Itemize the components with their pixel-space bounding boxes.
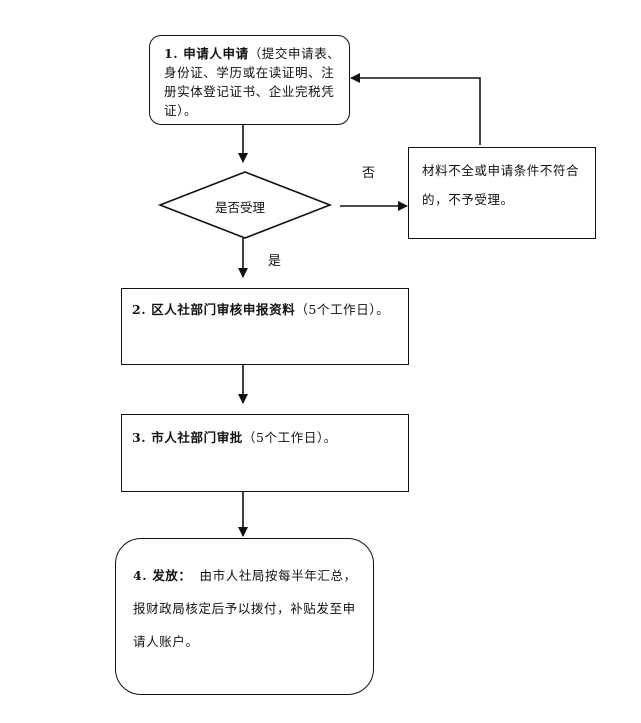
arrow-reject-to-step1 [350,73,481,145]
branch-yes-label: 是 [268,254,282,269]
step1-title: 1. 申请人申请 [164,46,249,61]
step2-box: 2. 区人社部门审核申报资料（5个工作日）。 [121,288,409,365]
branch-no-label: 否 [362,166,376,181]
step4-body: 由市人社局按每半年汇总，报财政局核定后予以拨付，补贴发至申请人账户。 [133,568,357,649]
step3-body: （5个工作日）。 [242,430,337,445]
step1-box: 1. 申请人申请（提交申请表、身份证、学历或在读证明、注册实体登记证书、企业完税… [149,35,350,125]
step2-title: 2. 区人社部门审核申报资料 [132,302,296,317]
step1-body: （提交申请表、身份证、学历或在读证明、注册实体登记证书、企业完税凭证）。 [164,46,341,118]
step3-box: 3. 市人社部门审批（5个工作日）。 [121,414,409,492]
step4-box: 4. 发放：由市人社局按每半年汇总，报财政局核定后予以拨付，补贴发至申请人账户。 [115,538,374,695]
step2-body: （5个工作日）。 [295,302,390,317]
step4-title: 4. 发放： [133,568,192,583]
decision-label: 是否受理 [215,200,266,215]
reject-box: 材料不全或申请条件不符合的，不予受理。 [408,147,596,239]
decision-diamond [157,171,333,239]
reject-text: 材料不全或申请条件不符合的，不予受理。 [422,163,580,207]
step3-title: 3. 市人社部门审批 [132,430,243,445]
